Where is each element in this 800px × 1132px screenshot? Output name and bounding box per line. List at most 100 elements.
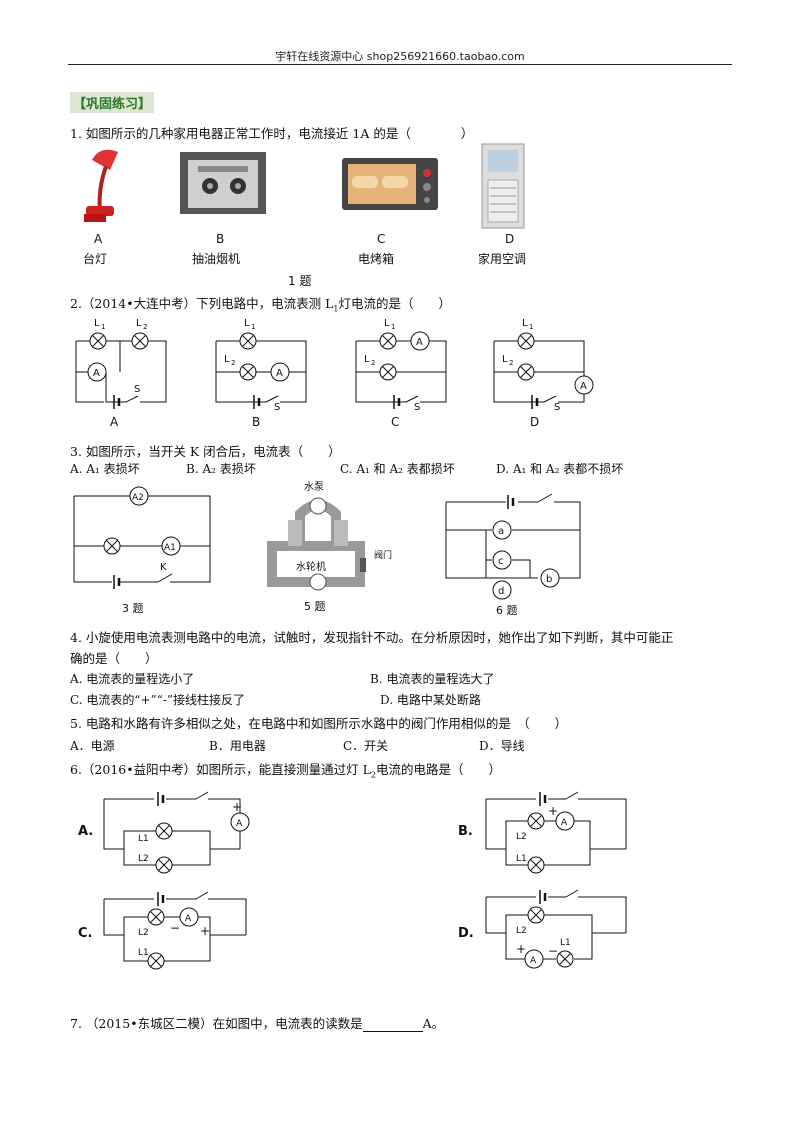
q3-option-c: C. A₁ 和 A₂ 表都损坏 <box>340 462 455 476</box>
section-title: 【巩固练习】 <box>70 92 155 113</box>
q6a-l2-label: L2 <box>138 854 149 864</box>
q3-option-d: D. A₁ 和 A₂ 表都不损坏 <box>496 462 624 476</box>
electric-oven-image <box>342 158 438 210</box>
q2a-switch-label: S <box>134 384 140 395</box>
q4-option-c: C. 电流表的“+”“-”接线柱接反了 <box>70 693 246 707</box>
desk-lamp-image <box>84 149 118 222</box>
fig6-b-label: b <box>546 574 552 585</box>
fig6-a-label: a <box>498 526 504 537</box>
q4-option-b: B. 电流表的量程选大了 <box>370 672 495 686</box>
q5-option-a: A．电源 <box>70 739 115 753</box>
q6d-minus: − <box>548 944 558 958</box>
page-header: 宇轩在线资源中心 shop256921660.taobao.com <box>275 50 525 63</box>
q2d-meter-label: A <box>580 381 587 392</box>
q2-option-a: A <box>110 415 119 429</box>
q4-line1: 4. 小旋使用电流表测电路中的电流，试触时，发现指针不动。在分析原因时，她作出了… <box>70 630 674 645</box>
fig6-d-label: d <box>498 586 504 597</box>
q2b-meter-label: A <box>276 368 283 379</box>
air-conditioner-image <box>481 143 525 229</box>
q6d-l2-label: L2 <box>516 926 527 936</box>
q6-circuit-a <box>103 790 250 874</box>
q6-option-a: A. <box>78 824 93 839</box>
q2-text: 2.（2014•大连中考）下列电路中，电流表测 L1灯电流的是（ ） <box>70 296 451 314</box>
fig3-k-label: K <box>160 562 167 573</box>
q1-option-b-letter: B <box>216 232 225 246</box>
q6c-meter-label: A <box>185 914 192 924</box>
q6c-l1-label: L1 <box>138 948 149 958</box>
q2-circuit-d <box>493 332 594 411</box>
q2-option-c: C <box>391 415 399 429</box>
fig5-turbine-label: 水轮机 <box>296 560 326 573</box>
q2a-label-l1: L <box>94 318 100 329</box>
q6-text: 6.（2016•益阳中考）如图所示，能直接测量通过灯 L2电流的电路是（ ） <box>70 762 501 780</box>
q2d-switch-label: S <box>554 402 560 413</box>
q1-option-c-name: 电烤箱 <box>358 252 395 266</box>
q1-caption: 1 题 <box>288 274 312 288</box>
q6-circuit-c <box>103 890 247 970</box>
q2-option-d: D <box>530 415 539 429</box>
q6-circuit-d <box>485 888 627 969</box>
q6b-l2-label: L2 <box>516 832 527 842</box>
q5-option-b: B．用电器 <box>209 739 266 753</box>
range-hood-image <box>180 152 266 214</box>
q1-text: 1. 如图所示的几种家用电器正常工作时，电流接近 1A 的是（ ） <box>70 126 474 141</box>
q2-circuit-c <box>355 331 447 411</box>
q6b-plus: + <box>548 804 558 818</box>
q3-q5-q6-figures: A2 A1 K 3 题 水泵 水轮机 阀门 5 题 a c d b 6 题 <box>73 481 581 617</box>
q2d-label-l1: L <box>522 318 528 329</box>
q6c-l2-label: L2 <box>138 928 149 938</box>
q2b-label-l1: L <box>244 318 250 329</box>
q6a-l1-label: L1 <box>138 834 149 844</box>
q7-answer-blank[interactable] <box>362 1019 423 1032</box>
q2a-label-l2: L <box>136 318 142 329</box>
q6a-plus: + <box>232 800 242 814</box>
q2d-label-l1-sub: 1 <box>529 323 533 331</box>
q2a-label-l2-sub: 2 <box>143 323 147 331</box>
fig3-caption: 3 题 <box>122 602 144 615</box>
q2d-label-l2: L <box>502 354 508 365</box>
q3-option-a: A. A₁ 表损坏 <box>70 462 140 476</box>
q2b-label-l1-sub: 1 <box>251 323 255 331</box>
q2c-label-l1-sub: 1 <box>391 323 395 331</box>
q6-option-d: D. <box>458 926 474 941</box>
q2c-meter-label: A <box>416 337 423 348</box>
q2c-label-l2-sub: 2 <box>371 359 375 367</box>
q6b-l1-label: L1 <box>516 854 527 864</box>
q2b-label-l2: L <box>224 354 230 365</box>
q1-option-c-letter: C <box>377 232 386 246</box>
q2c-label-l2: L <box>364 354 370 365</box>
fig3-a2-label: A2 <box>132 493 144 503</box>
q1-option-d-name: 家用空调 <box>478 252 527 266</box>
fig5-pump-label: 水泵 <box>304 481 324 493</box>
q3-option-b: B. A₂ 表损坏 <box>186 462 256 476</box>
q6d-meter-label: A <box>530 956 537 966</box>
fig6-caption: 6 题 <box>496 604 518 617</box>
q5-option-d: D．导线 <box>479 739 525 753</box>
fig3-circuit <box>73 486 211 591</box>
q6c-minus: − <box>170 921 180 935</box>
q2c-switch-label: S <box>414 402 420 413</box>
fig3-a1-label: A1 <box>164 543 176 553</box>
header-rule <box>68 64 732 65</box>
q2b-switch-label: S <box>274 402 280 413</box>
q6-option-c: C. <box>78 926 92 941</box>
q2d-label-l2-sub: 2 <box>509 359 513 367</box>
fig6-circuit <box>445 493 581 600</box>
q6a-meter-label: A <box>236 819 243 829</box>
q4-option-d: D. 电路中某处断路 <box>380 693 481 707</box>
q1-option-d-letter: D <box>505 232 515 246</box>
q1-images <box>84 143 525 229</box>
fig5-valve-label: 阀门 <box>374 549 392 561</box>
q1-option-b-name: 抽油烟机 <box>192 252 241 266</box>
q2c-label-l1: L <box>384 318 390 329</box>
q6d-plus: + <box>516 942 526 956</box>
q6-circuit-b <box>485 790 627 874</box>
q2b-label-l2-sub: 2 <box>231 359 235 367</box>
q2-circuit-b <box>215 332 307 411</box>
fig6-c-label: c <box>498 556 504 567</box>
q5-text: 5. 电路和水路有许多相似之处，在电路中和如图所示水路中的阀门作用相似的是 （ … <box>70 716 568 731</box>
fig5-water-circuit <box>267 497 366 591</box>
q2a-meter-label: A <box>93 368 100 379</box>
fig5-caption: 5 题 <box>304 600 326 613</box>
